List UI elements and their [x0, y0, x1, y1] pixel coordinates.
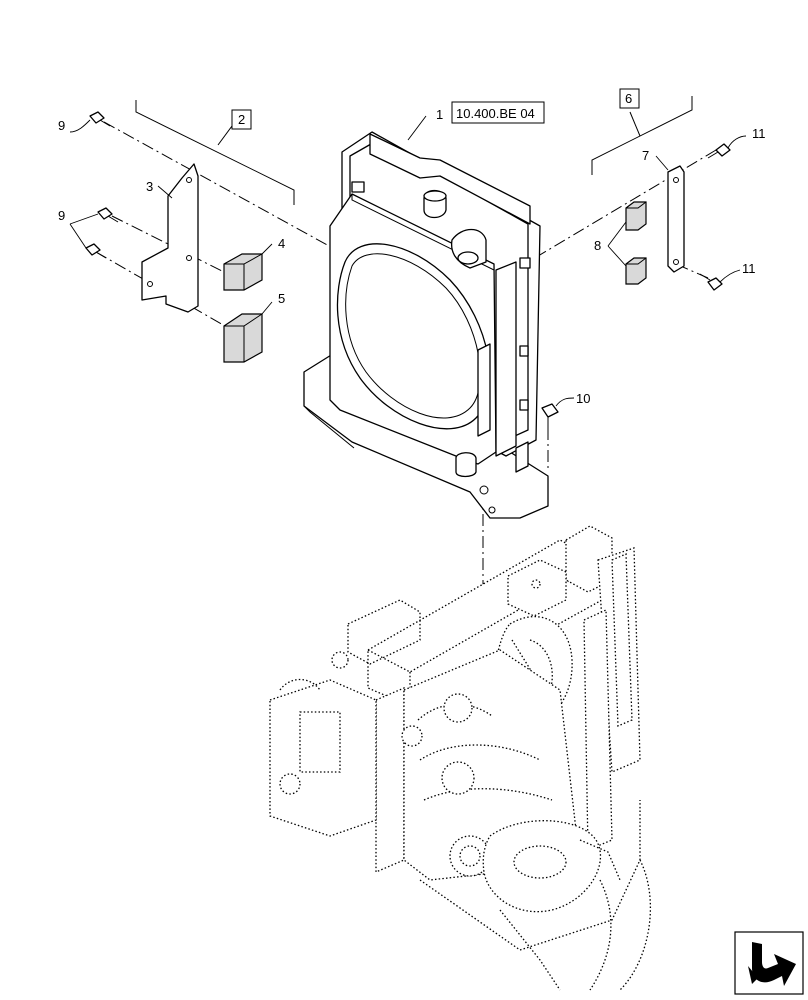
callout-9-top: 9: [58, 118, 91, 133]
bolt-right-top: [707, 143, 731, 159]
callout-7: 7: [642, 148, 669, 171]
right-foam-pad-lower: [625, 257, 647, 285]
callout-3: 3: [146, 179, 173, 199]
machine-frame-and-engine: [269, 525, 651, 991]
bolt-right-bottom: [699, 273, 723, 291]
callout-7-label: 7: [642, 148, 649, 163]
reference-code-link[interactable]: 10.400.BE 04: [456, 106, 535, 121]
bolt-left-lower: [85, 243, 107, 259]
bolt-left-top: [89, 111, 111, 127]
callout-8-label: 8: [594, 238, 601, 253]
right-foam-pad-upper: [625, 201, 647, 231]
left-mounting-bracket: [141, 163, 199, 313]
callout-2-label: 2: [238, 112, 245, 127]
callout-11-top: 11: [727, 126, 766, 149]
callout-10: 10: [555, 391, 590, 407]
callout-6: 6: [619, 88, 640, 109]
callout-11-bottom: 11: [719, 261, 756, 283]
upper-foam-pad: [223, 253, 263, 291]
next-page-arrow-icon[interactable]: [734, 931, 804, 995]
callout-4-label: 4: [278, 236, 285, 251]
callout-8: 8: [594, 221, 627, 267]
lower-foam-pad: [223, 313, 263, 363]
callout-5: 5: [261, 291, 285, 315]
callout-1: 1: [407, 107, 443, 141]
callout-9-top-label: 9: [58, 118, 65, 133]
callout-5-label: 5: [278, 291, 285, 306]
callout-6-label: 6: [625, 91, 632, 106]
callout-3-label: 3: [146, 179, 153, 194]
bolt-left-middle: [97, 207, 119, 223]
bolt-bottom: [541, 403, 559, 430]
callout-9-middle-label: 9: [58, 208, 65, 223]
callout-11-bottom-label: 11: [742, 261, 756, 276]
callout-10-label: 10: [576, 391, 590, 406]
radiator-assembly: [303, 131, 549, 519]
callout-9-middle: 9: [58, 208, 99, 249]
right-mounting-bracket: [667, 165, 685, 273]
callout-11-top-label: 11: [752, 126, 766, 141]
callout-1-label: 1: [436, 107, 443, 122]
reference-code-box[interactable]: 10.400.BE 04: [451, 101, 545, 124]
kit-right-bracket-line: [591, 96, 693, 175]
callout-2: 2: [231, 109, 252, 130]
callout-4: 4: [261, 236, 285, 255]
kit-left-bracket-line: [135, 100, 295, 205]
